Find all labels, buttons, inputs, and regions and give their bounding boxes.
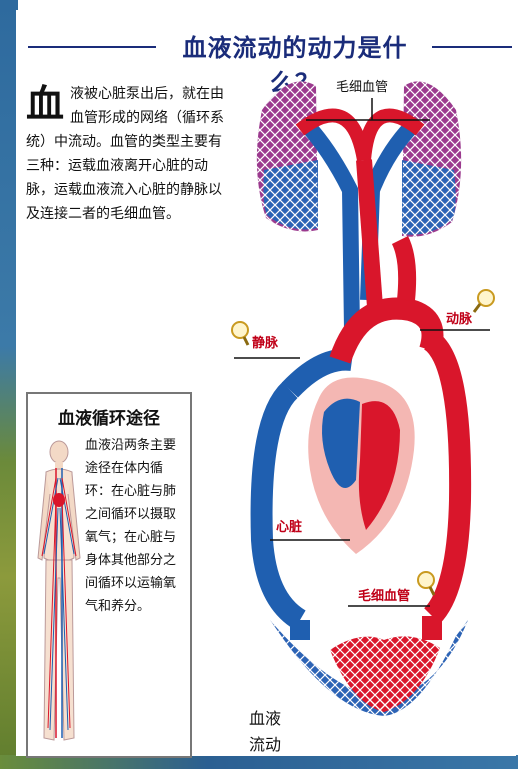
right-lung [402,81,461,236]
label-vein: 静脉 [252,332,278,351]
label-capillary-bottom: 毛细血管 [358,585,410,604]
left-lung [257,81,318,231]
magnifier-icon-artery [474,290,494,312]
magnifier-icon-vein [232,322,248,345]
label-blood-flow-line2: 流动 [240,732,290,758]
label-blood-flow-line1: 血液 [240,706,290,732]
magnifier-icon-capillary [418,572,434,595]
label-artery: 动脉 [446,308,472,327]
label-heart: 心脏 [276,516,302,535]
label-blood-flow: 血液 流动 [240,706,290,758]
label-capillary-top: 毛细血管 [336,76,388,95]
heart [308,378,414,555]
